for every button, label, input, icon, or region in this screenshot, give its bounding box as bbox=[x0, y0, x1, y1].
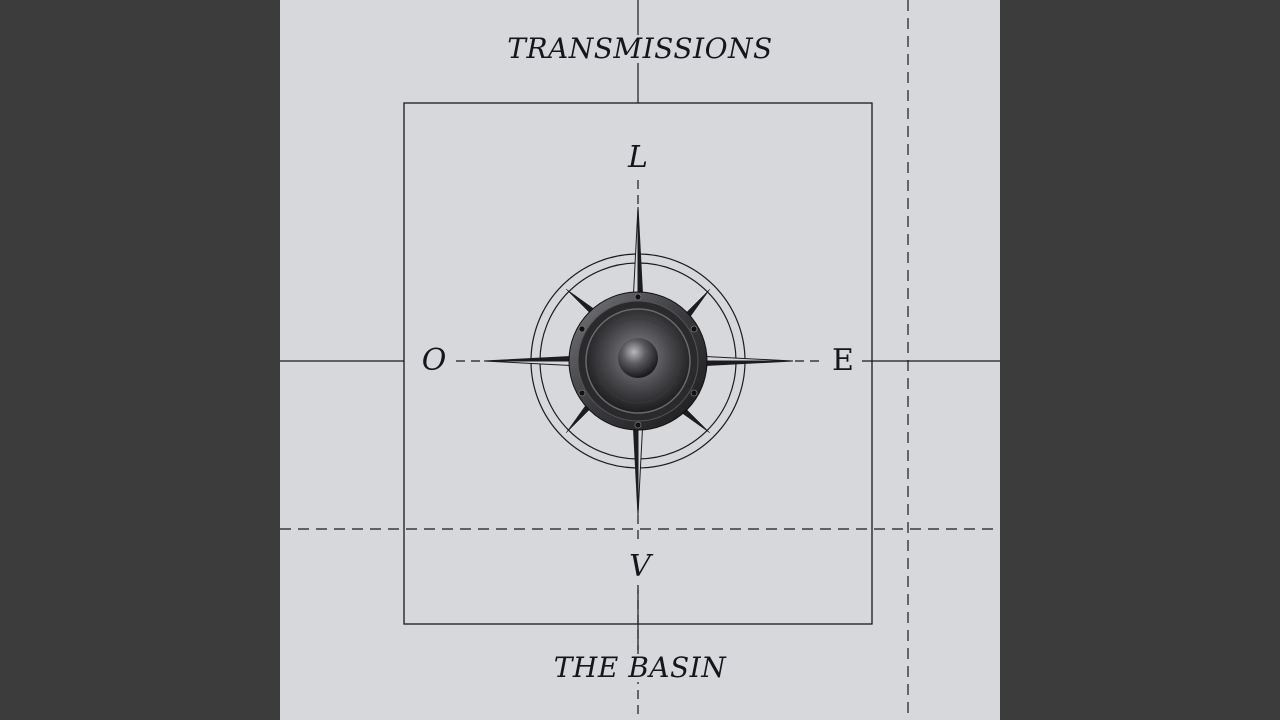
compass-letter-south: V bbox=[625, 552, 655, 582]
compass-letter-east: E bbox=[828, 346, 858, 376]
compass-letter-north: L bbox=[624, 143, 652, 173]
square-frame bbox=[403, 102, 873, 625]
cover-artwork bbox=[280, 0, 1000, 720]
artist-name: THE BASIN bbox=[547, 654, 733, 682]
compass-letter-west: O bbox=[417, 346, 451, 376]
speaker-screws bbox=[578, 293, 698, 429]
speaker-dust-cap bbox=[618, 338, 658, 378]
cover-title: TRANSMISSIONS bbox=[501, 35, 779, 63]
album-cover: TRANSMISSIONS THE BASIN L O E V bbox=[280, 0, 1000, 720]
guide-lines bbox=[280, 0, 1000, 720]
speaker-cone-ring bbox=[595, 318, 681, 404]
speaker-icon bbox=[568, 291, 708, 431]
